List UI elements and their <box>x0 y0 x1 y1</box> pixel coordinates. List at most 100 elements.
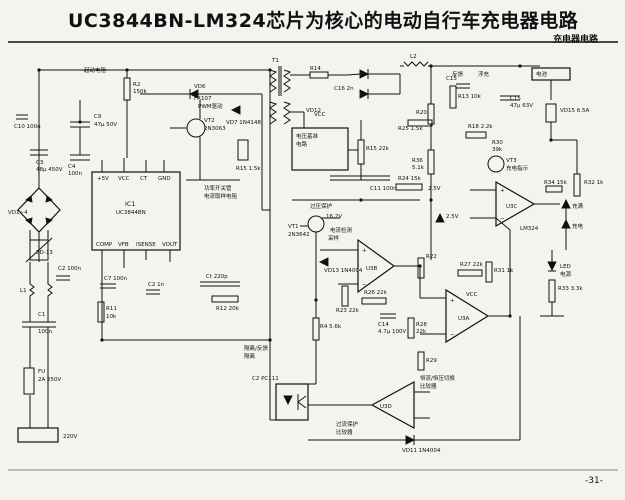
fuse-value: 2A 250V <box>38 377 62 383</box>
led-indicator <box>547 261 557 272</box>
r2-value: 150k <box>133 89 147 95</box>
transformer-t1: T1 <box>269 58 292 125</box>
u3d-ref: U3D <box>380 404 392 410</box>
vd12-ref: VD12 <box>306 108 321 114</box>
r11-value: 10k <box>106 314 117 320</box>
ct-label: Ct 220p <box>206 274 228 280</box>
ic1-pin-ct: CT <box>140 176 148 182</box>
c15-label: C15 <box>446 76 457 82</box>
sense-network: 反馈 R13 10k R20 R25 1.5k R18 2.2k R30 39k… <box>395 66 529 260</box>
led-charging <box>561 218 571 229</box>
r36-value: 5.1k <box>412 165 425 171</box>
zener-2v5 <box>435 212 445 223</box>
ic1-pin-vcc: VCC <box>118 176 130 182</box>
start-section: 起动电阻 R2 150k C9 47μ 50V C4 100n <box>68 66 147 177</box>
r25-label: R25 1.5k <box>398 126 423 132</box>
resistor-r14 <box>309 71 329 79</box>
output-diode <box>359 69 370 79</box>
r33-label: R33 3.3k <box>558 286 583 292</box>
mosfet-label: 功率开关管 <box>204 184 232 192</box>
c3-ref: C3 <box>36 160 44 166</box>
vt1-ref: VT2 <box>204 118 215 124</box>
output-stage: R14 C16 2n L2 C15 浮充 电池 VD15 6.5A C15 47… <box>290 54 589 140</box>
r36-ref: R36 <box>412 158 423 164</box>
mains-input: 220V FU 2A 250V C1 100n L1 C2 100n 5D-13 <box>8 69 270 443</box>
u3d-desc-1: 过流保护 <box>336 420 359 428</box>
c3-value: 48μ 450V <box>36 167 63 173</box>
u3a-ref: U3A <box>458 316 470 322</box>
u3-label: LM324 <box>520 226 539 232</box>
c-small-label: C2 1n <box>148 282 165 288</box>
resistor-r33 <box>548 279 556 303</box>
r18-label: R18 2.2k <box>468 124 493 130</box>
resistor-r12 <box>211 295 239 303</box>
r34-label: R34 15k <box>544 180 568 186</box>
led-desc: 电源 <box>560 270 572 278</box>
vt2-ref: VT1 <box>288 224 299 230</box>
ic1-part: UC3844BN <box>116 210 146 216</box>
u3a-vcc: VCC <box>466 292 478 298</box>
r12-label: R12 20k <box>216 306 240 312</box>
c9-value: 47μ 50V <box>94 122 117 128</box>
isense-label: 电流取样电阻 <box>204 192 238 200</box>
c4-ref: C4 <box>68 164 76 170</box>
vd6-ref: VD6 <box>194 84 206 90</box>
c15-value: 47μ 63V <box>510 103 533 109</box>
c15-ref: C15 <box>510 96 521 102</box>
ref-label-1: 电压基准 <box>296 132 319 140</box>
u3d-body <box>370 380 415 430</box>
vd11-label: VD11 1N4004 <box>402 448 441 454</box>
isolation-label-2: 隔离 <box>244 352 256 360</box>
vt1-part: 2N3063 <box>204 126 226 132</box>
current-sense-resistor <box>545 103 557 123</box>
u3a-body <box>445 288 490 344</box>
ic1-pin-vfb: VFB <box>118 242 129 248</box>
r29-label: R29 <box>426 358 437 364</box>
page-number: -31- <box>585 476 603 486</box>
resistor-r25 <box>407 119 433 127</box>
opamp-u3b: U3B + − R26 22k R23 22k C14 4.7μ 100V R2… <box>320 226 427 339</box>
fuse <box>23 367 35 395</box>
resistor-r20 <box>427 103 435 125</box>
ic1-uc3844: IC1 UC3844BN +5V VCC CT GND COMP VFB ISE… <box>91 84 270 341</box>
resistor-r15 <box>237 139 249 161</box>
r23-label: R23 22k <box>336 308 360 314</box>
comparator-label-1: 恒流/恒压切换 <box>420 374 455 382</box>
comparator-label-2: 比较器 <box>420 382 437 390</box>
battery-label: 电池 <box>536 70 548 78</box>
vd6-part: FR107 <box>194 96 212 102</box>
resistor-r36 <box>427 149 435 175</box>
resistor-r15b <box>357 139 365 165</box>
c14-ref: C14 <box>378 322 389 328</box>
opamp-u3d: U3D 过流保护 比较器 VD11 1N4004 <box>308 316 521 454</box>
u3b-minus: − <box>362 282 367 288</box>
resistor-r2 <box>123 77 131 101</box>
r15-label: R15 1.5k <box>236 166 261 172</box>
resistor-r28 <box>407 317 415 339</box>
ic1-pin-isense: ISENSE <box>136 242 156 248</box>
charge-indicator-label: 充电指示 <box>506 164 529 172</box>
r32-label: R32 1k <box>584 180 604 186</box>
transistor-vt3 <box>487 155 505 173</box>
c8-label: C7 100n <box>104 276 128 282</box>
ac-input-block <box>17 427 59 443</box>
section-badge: 充电器电路 <box>553 35 599 45</box>
transistor-vt2: VT1 2N3642 过压保护 16.2V R4 5.6k VD13 1N400… <box>288 202 363 385</box>
l2-ref: L2 <box>410 54 417 60</box>
resistor-r11 <box>97 301 105 323</box>
r28-ref: R28 <box>416 322 427 328</box>
zener-value: 16.2V <box>326 214 342 220</box>
c9-ref: C9 <box>94 114 102 120</box>
r14-ref: R14 <box>310 66 321 72</box>
r30-ref: R30 <box>492 140 503 146</box>
c4-value: 100n <box>68 171 82 177</box>
vd15-label: VD15 6.5A <box>560 108 589 114</box>
r-sense-label: R15 22k <box>366 146 390 152</box>
r11-ref: R11 <box>106 306 117 312</box>
ic1-pin-gnd: GND <box>158 176 171 182</box>
ic2-body <box>275 383 309 421</box>
switch-stage: R15 1.5k VD7 1N4148 功率开关管 电流取样电阻 <box>186 70 271 340</box>
v25-label: 2.5V <box>428 186 441 192</box>
inductor-l2 <box>403 61 429 67</box>
ic1-pin-5v: +5V <box>97 176 109 182</box>
